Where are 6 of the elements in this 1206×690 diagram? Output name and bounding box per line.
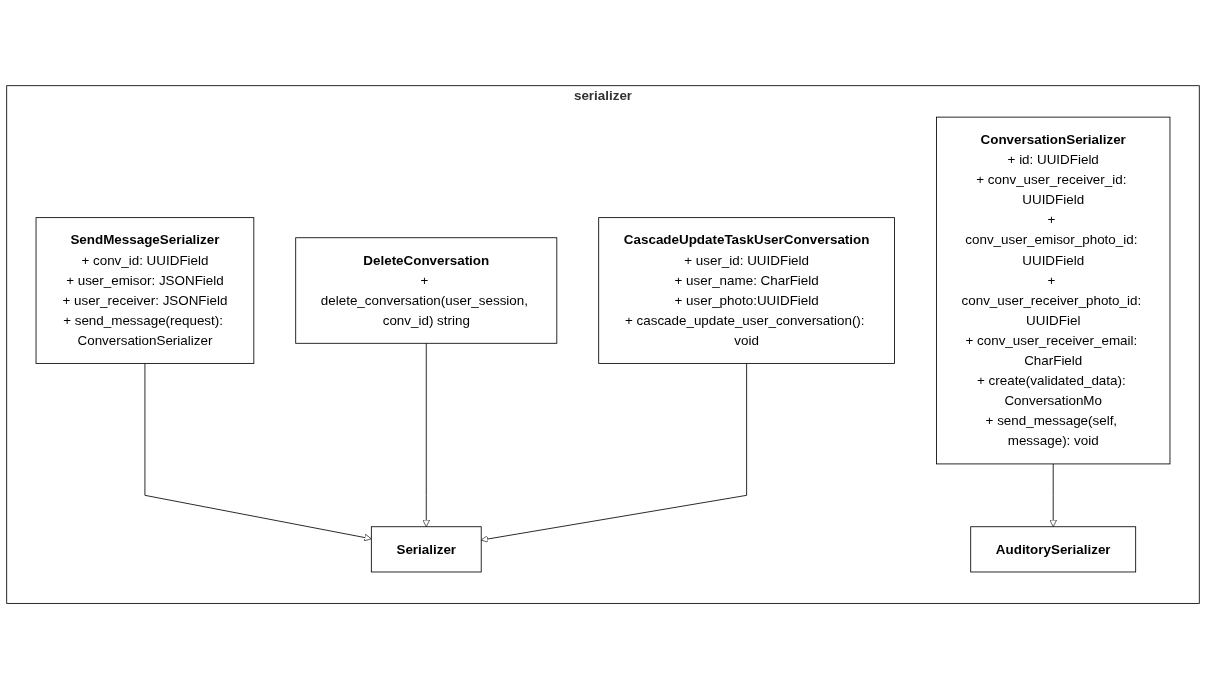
node-box: Serializer (370, 526, 482, 573)
node-box: ConversationSerializer + id: UUIDField + conv_user_receiver_id: UUIDField + conv_user_emisor_photo_id: UUIDField + conv_user_receiver_photo_id: UUIDFiel + conv_user_receiver_email: CharField + create(validated_data): ConversationMo + send_message(self, message): void (936, 117, 1171, 465)
node-box: AuditorySerializer (970, 526, 1137, 573)
node-box: SendMessageSerializer + conv_id: UUIDField + user_emisor: JSONField + user_receiver: JSONField + send_message(request): ConversationSerializer (35, 217, 255, 365)
node-box: CascadeUpdateTaskUserConversation + user_id: UUIDField + user_name: CharField + user_photo:UUIDField + cascade_update_user_conversation(): void (598, 217, 895, 365)
node-box: DeleteConversation + delete_conversation(user_session, conv_id) string (295, 237, 558, 345)
